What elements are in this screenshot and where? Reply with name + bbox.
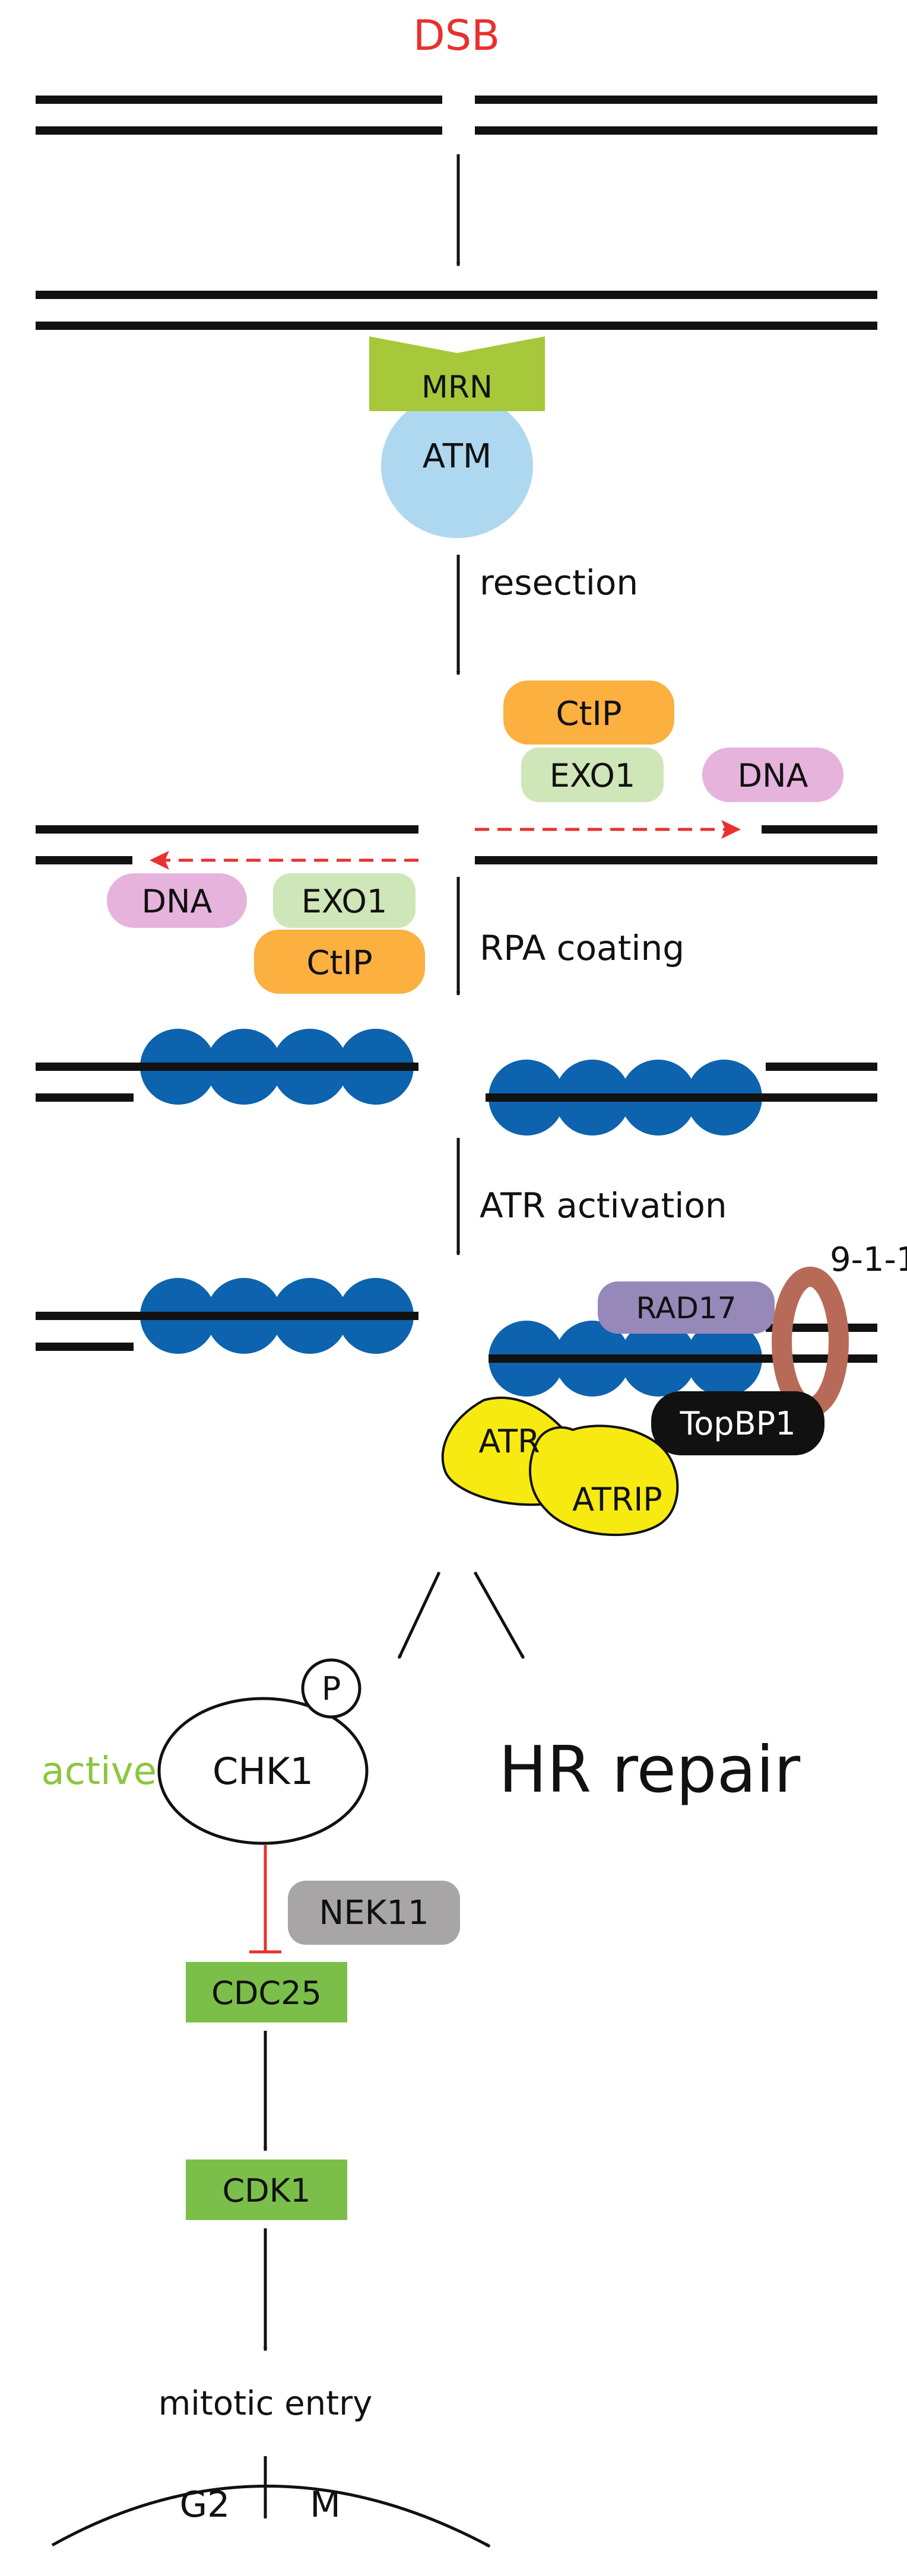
atrip-protein [529,1424,679,1537]
chk1-oval [157,1697,369,1845]
topbp1-label: TopBP1 [679,1405,795,1442]
dna-protein-bottom-label: DNA [142,883,213,920]
arrow-to-hr-repair [473,1571,525,1659]
cell-cycle-arc [51,2485,491,2548]
rad17-box [598,1281,775,1334]
resection-direction-arrows [163,828,727,862]
atr-label: ATR [478,1423,540,1460]
phospho-label: P [322,1670,341,1707]
chk1-label: CHK1 [213,1750,313,1793]
exo1-top [521,748,664,802]
ctip-bottom [254,930,425,994]
broken-dna-duplex [36,96,877,135]
exo1-bottom [273,873,416,928]
ctip-top [503,680,674,745]
m-label: M [310,2484,341,2526]
resection-label: resection [480,562,638,603]
ctip-bottom-label: CtIP [306,944,372,982]
inhibition-symbol [249,1845,281,1954]
mrn-complex [369,336,545,411]
nine-one-one-ring [772,1267,849,1417]
resected-dna [36,825,877,864]
mitotic-entry-label: mitotic entry [158,2384,373,2423]
atm-label: ATM [423,437,491,476]
cdk1-label: CDK1 [222,2172,310,2209]
arrow-to-chk1 [397,1571,441,1659]
dna-protein-top-label: DNA [738,757,808,794]
active-label: active [41,1750,157,1793]
resection-arrowhead-left [150,851,169,870]
rad17-label: RAD17 [636,1291,736,1325]
dna-protein-top [702,748,843,802]
exo1-bottom-label: EXO1 [302,883,388,920]
nek11-box [288,1881,460,1945]
rpa-coating-label: RPA coating [480,928,684,968]
intact-dna-duplex [36,291,877,330]
cdc25-label: CDC25 [211,1974,322,2012]
atrip-label: ATRIP [572,1481,662,1518]
cdk1-box [186,2160,347,2220]
atr-activation-label: ATR activation [480,1185,727,1226]
ctip-top-label: CtIP [556,695,621,733]
hr-repair-label: HR repair [499,1733,801,1807]
mrn-label: MRN [421,370,493,405]
topbp1-box [651,1391,824,1455]
resection-arrowhead-right [721,820,741,839]
nine-one-one-label: 9-1-1 [830,1241,907,1279]
g2-label: G2 [180,2484,230,2526]
cdc25-box [186,1962,347,2022]
exo1-top-label: EXO1 [550,757,636,794]
dna-protein-bottom [107,873,247,928]
dsb-label: DSB [413,11,500,60]
nek11-label: NEK11 [319,1894,429,1932]
phospho-circle [301,1658,361,1719]
atm-circle [381,393,533,538]
